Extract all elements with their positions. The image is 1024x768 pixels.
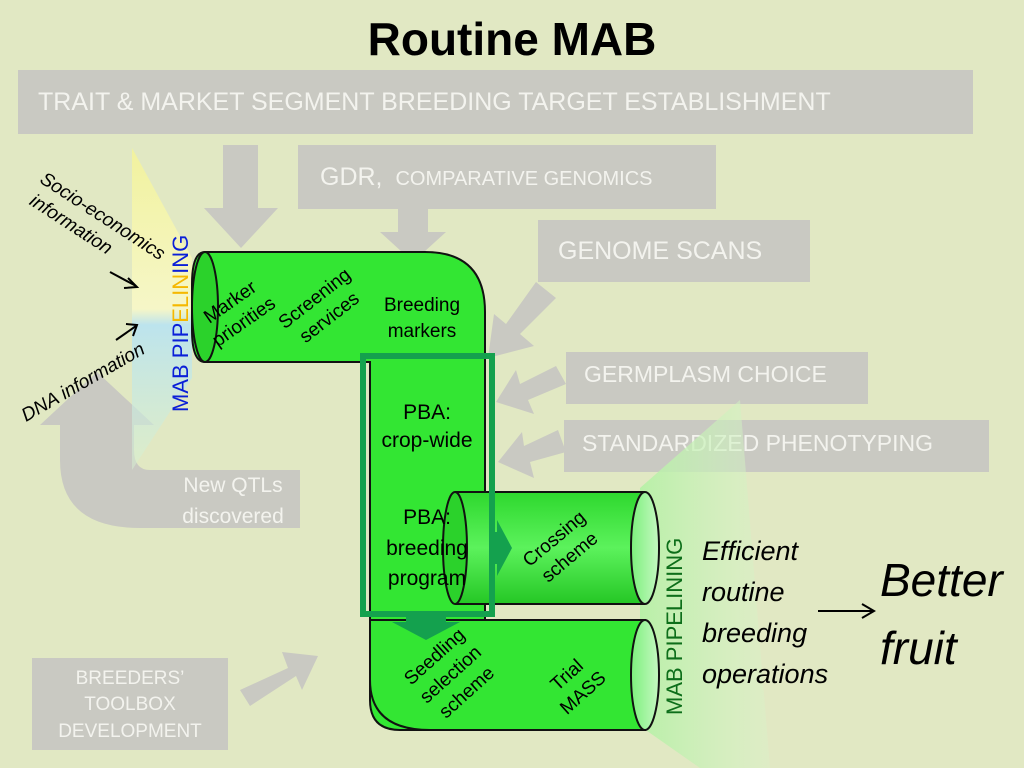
arrow-icon xyxy=(123,277,140,289)
standardized-phenotyping-box: STANDARDIZED PHENOTYPING xyxy=(564,420,989,472)
arrow-icon xyxy=(240,652,318,706)
arrow-head xyxy=(861,603,876,619)
down-arrow-icon xyxy=(392,614,460,640)
page-title: Routine MAB xyxy=(368,13,657,65)
mab-pipelining-left-label: MAB PIPELINING xyxy=(168,235,193,412)
gdr-box: GDR, COMPARATIVE GENOMICS xyxy=(298,145,716,209)
genome-scans-label: GENOME SCANS xyxy=(558,237,762,265)
down-arrow-icon xyxy=(380,205,446,262)
breeders-toolbox-line1: BREEDERS’ xyxy=(76,668,185,689)
arrow-icon xyxy=(496,366,566,414)
breeders-toolbox-line2: TOOLBOX xyxy=(84,694,176,715)
germplasm-choice-label: GERMPLASM CHOICE xyxy=(584,361,827,387)
breeding-markers-line2: markers xyxy=(388,321,457,342)
efficient-line3: breeding xyxy=(702,618,807,648)
pba-crop-wide-line2: crop-wide xyxy=(381,429,472,452)
pba-crop-wide-line1: PBA: xyxy=(403,401,451,424)
arrow-icon xyxy=(115,325,137,341)
pba-breeding-program-line1: PBA: xyxy=(403,506,451,529)
new-qtls-label-line2: discovered xyxy=(182,505,284,528)
pba-breeding-program-line3: program xyxy=(388,567,466,590)
gdr-sublabel: COMPARATIVE GENOMICS xyxy=(395,168,652,190)
svg-text:GDR, COMPARATIVE GENOMIC: GDR, COMPARATIVE GENOMICS xyxy=(320,163,653,191)
genome-scans-box: GENOME SCANS xyxy=(538,220,810,282)
left-pipelining-fan xyxy=(132,148,192,470)
breeders-toolbox-line3: DEVELOPMENT xyxy=(58,721,202,742)
efficient-line1: Efficient xyxy=(702,536,800,566)
better-fruit-line2: fruit xyxy=(880,622,959,674)
arrow-icon xyxy=(488,282,556,358)
pba-breeding-program-line2: breeding xyxy=(386,537,468,560)
efficient-line4: operations xyxy=(702,659,828,689)
arrow-icon xyxy=(109,271,137,287)
standardized-phenotyping-label: STANDARDIZED PHENOTYPING xyxy=(582,430,933,456)
gdr-label: GDR, xyxy=(320,163,383,191)
mab-pipelining-right-label: MAB PIPELINING xyxy=(662,538,687,715)
arrow-icon xyxy=(498,430,566,478)
right-arrow-icon xyxy=(492,520,512,576)
efficient-line2: routine xyxy=(702,577,785,607)
breeding-pipe xyxy=(191,251,660,731)
right-pipelining-fan xyxy=(640,400,770,768)
breeding-markers-line1: Breeding xyxy=(384,295,460,316)
germplasm-choice-box: GERMPLASM CHOICE xyxy=(566,352,868,404)
feedback-loop-arrow-icon xyxy=(40,372,300,528)
down-arrow-icon xyxy=(204,145,278,248)
trait-market-banner-label: TRAIT & MARKET SEGMENT BREEDING TARGET E… xyxy=(38,88,831,116)
trait-market-banner: TRAIT & MARKET SEGMENT BREEDING TARGET E… xyxy=(18,70,973,134)
better-fruit-line1: Better xyxy=(880,554,1004,606)
new-qtls-label-line1: New QTLs xyxy=(183,474,282,497)
arrow-icon xyxy=(125,323,139,337)
breeders-toolbox-box: BREEDERS’ TOOLBOX DEVELOPMENT xyxy=(32,658,228,750)
